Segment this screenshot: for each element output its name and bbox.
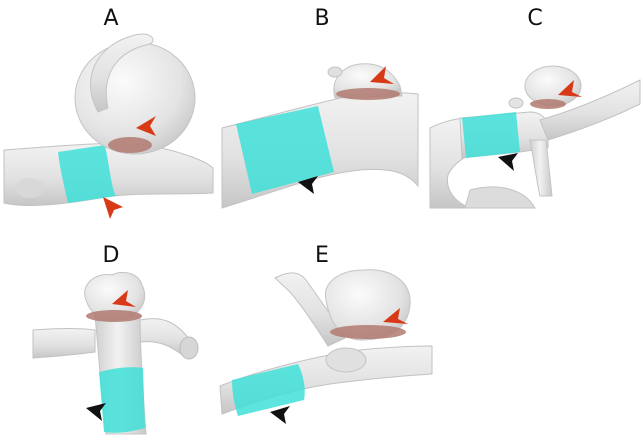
arrow-black-stent (298, 176, 318, 194)
panel-d: D (32, 243, 199, 435)
branch-left (32, 328, 96, 359)
stent-band (236, 106, 334, 194)
panel-b-label: B (314, 6, 329, 31)
panel-a-label: A (103, 6, 118, 31)
arrow-red-stent (103, 197, 123, 219)
arrow-black-stent (498, 153, 518, 171)
stent-band (58, 145, 116, 203)
daughter-bleb (327, 66, 343, 78)
efferent-vessel (89, 33, 154, 113)
arrow-red-neck (558, 80, 582, 97)
side-bulge (16, 178, 44, 198)
stent-band (99, 367, 145, 433)
arrow-red-neck (383, 308, 408, 324)
arrow-red-neck (136, 116, 156, 136)
branch-vessel (529, 139, 553, 197)
panel-b: B (221, 6, 419, 209)
small-bleb (508, 97, 524, 109)
branch-end (179, 336, 199, 360)
loop-segment (464, 186, 536, 209)
panel-c: C (429, 6, 641, 209)
neck-plane (330, 325, 406, 339)
arrow-black-stent (270, 406, 290, 424)
panel-a: A (3, 6, 214, 219)
panel-e-label: E (315, 243, 329, 268)
arrow-black-stent (86, 403, 106, 421)
panel-d-label: D (103, 243, 120, 268)
branch-vessel-right (539, 79, 641, 141)
arrow-red-neck (370, 66, 394, 84)
neck-plane (336, 88, 400, 100)
neck-plane (86, 310, 142, 322)
stent-band (462, 112, 520, 158)
neck-plane (108, 137, 152, 153)
arrow-red-neck (112, 290, 136, 307)
panel-e: E (219, 243, 433, 424)
panel-c-label: C (527, 6, 542, 31)
neck-plane (530, 99, 566, 109)
side-bleb (325, 347, 367, 373)
stent-band (232, 364, 305, 416)
